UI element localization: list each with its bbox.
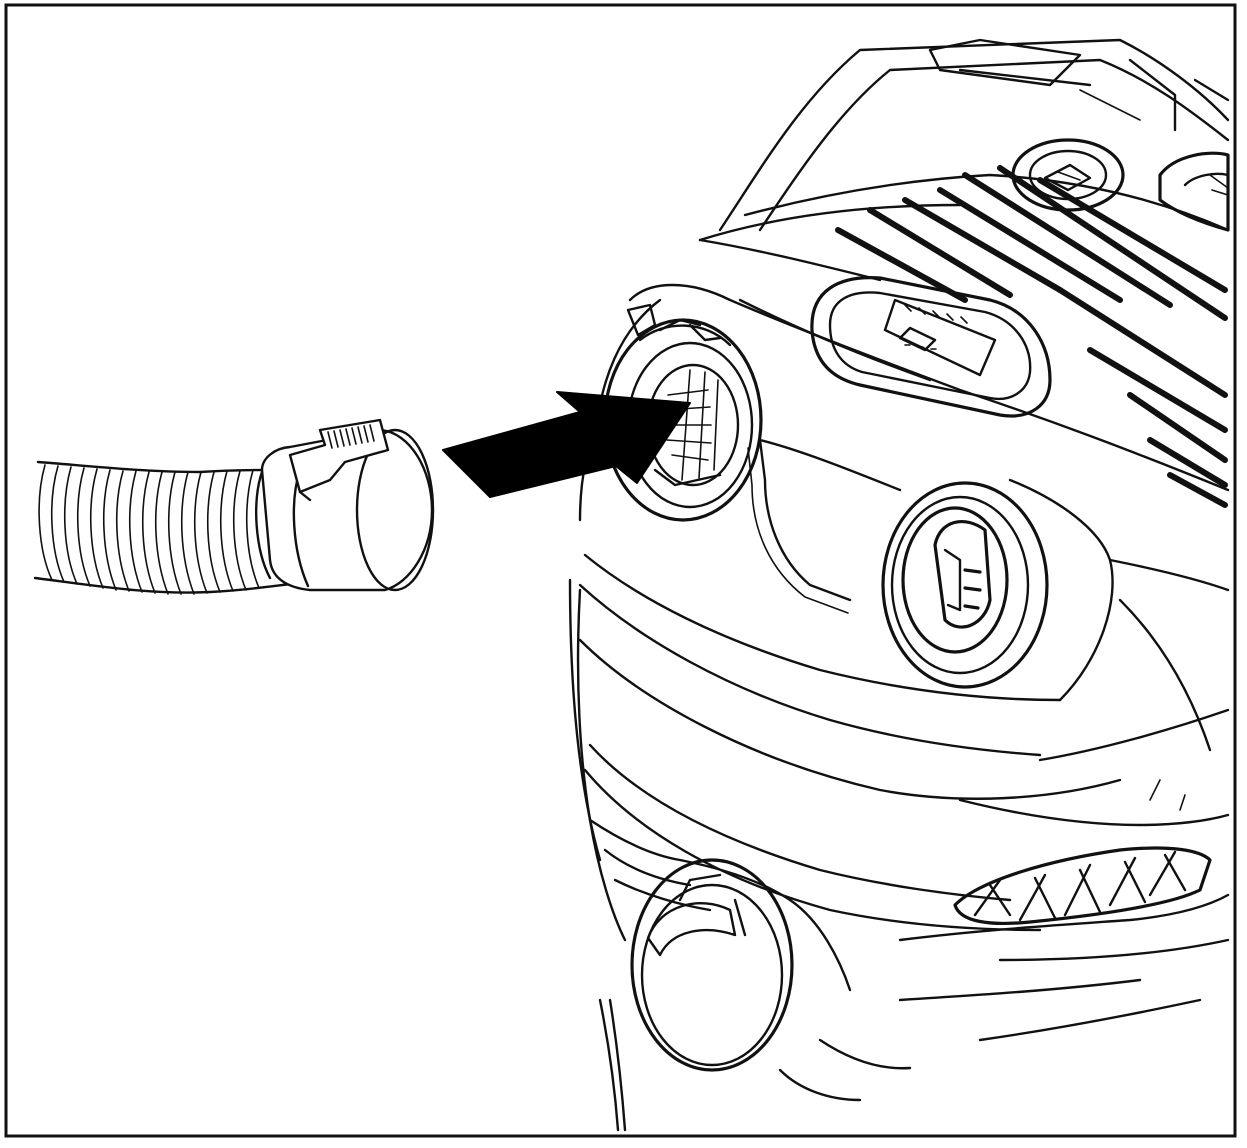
top-knob-icon xyxy=(1011,138,1125,212)
figure-frame xyxy=(4,3,1237,1138)
insert-direction-arrow-icon xyxy=(442,391,691,498)
filter-cleaning-button-icon xyxy=(810,276,1052,418)
vacuum-hose-icon xyxy=(33,418,435,595)
side-vent-grille xyxy=(953,846,1212,925)
blower-port-icon xyxy=(881,481,1049,689)
vacuum-cleaner-body-icon xyxy=(568,38,1230,1132)
drain-port-icon xyxy=(630,858,794,1072)
